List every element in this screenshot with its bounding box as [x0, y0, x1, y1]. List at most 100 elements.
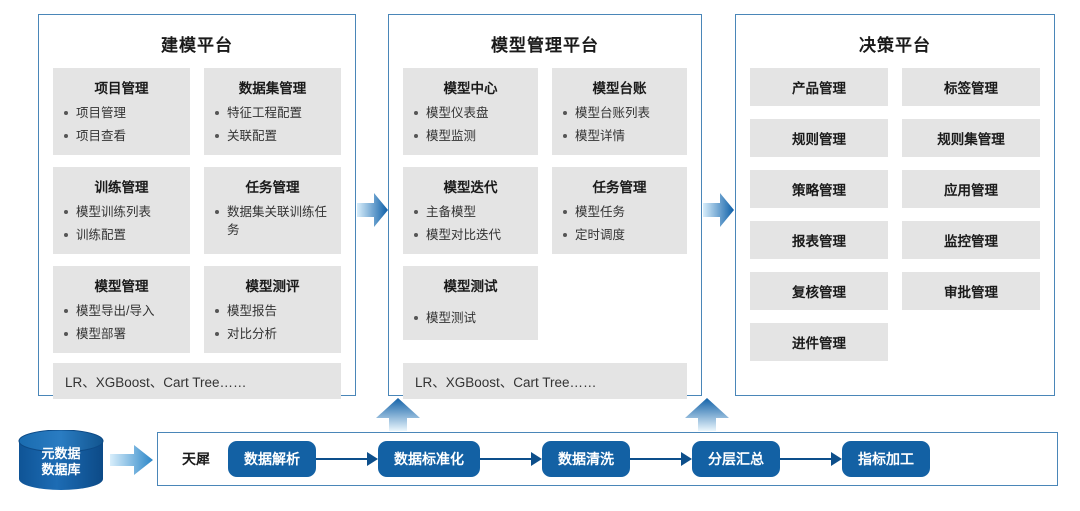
panel-title: 建模平台 [161, 36, 233, 55]
pipeline-stage-data-standardization[interactable]: 数据标准化 [378, 441, 480, 477]
card-title: 复核管理 [792, 285, 846, 300]
arrow-modeling-to-model-management [357, 193, 388, 227]
card-monitor-management[interactable]: 监控管理 [902, 221, 1040, 259]
pipeline-connector-arrow [630, 452, 692, 466]
card-title: 模型测试 [443, 279, 498, 294]
pipeline-stage-metric-processing[interactable]: 指标加工 [842, 441, 930, 477]
card-training-management[interactable]: 训练管理 模型训练列表 训练配置 [53, 167, 190, 254]
list-item[interactable]: 定时调度 [560, 226, 679, 244]
list-item[interactable]: 模型任务 [560, 203, 679, 221]
pipeline-stage-layered-aggregation[interactable]: 分层汇总 [692, 441, 780, 477]
card-title: 任务管理 [592, 180, 647, 195]
arrow-head-icon [831, 452, 842, 466]
card-item-list: 数据集关联训练任务 [212, 203, 333, 239]
panel-model-management-platform: 模型管理平台 模型中心 模型仪表盘 模型监测 模型台账 模型台账列表 模型详情 … [388, 14, 702, 399]
card-item-list: 模型训练列表 训练配置 [61, 203, 182, 244]
panel-modeling-platform: 建模平台 项目管理 项目管理 项目查看 数据集管理 特征工程配置 关联配置 训练… [38, 14, 356, 399]
card-dataset-management[interactable]: 数据集管理 特征工程配置 关联配置 [204, 68, 341, 155]
connector-line [480, 458, 531, 460]
card-model-ledger[interactable]: 模型台账 模型台账列表 模型详情 [552, 68, 687, 155]
card-report-management[interactable]: 报表管理 [750, 221, 888, 259]
list-item[interactable]: 模型导出/导入 [61, 302, 182, 320]
card-title: 策略管理 [792, 183, 846, 198]
list-item[interactable]: 特征工程配置 [212, 104, 333, 122]
list-item[interactable]: 训练配置 [61, 226, 182, 244]
card-tag-management[interactable]: 标签管理 [902, 68, 1040, 106]
list-item[interactable]: 模型测试 [411, 309, 530, 327]
card-title: 报表管理 [792, 234, 846, 249]
pipeline-name: 天犀 [182, 451, 210, 467]
arrow-database-to-pipeline [110, 445, 153, 475]
list-item[interactable]: 关联配置 [212, 127, 333, 145]
list-item[interactable]: 模型仪表盘 [411, 104, 530, 122]
card-approval-management[interactable]: 审批管理 [902, 272, 1040, 310]
card-strategy-management[interactable]: 策略管理 [750, 170, 888, 208]
connector-line [780, 458, 831, 460]
card-item-list: 模型报告 对比分析 [212, 302, 333, 343]
card-title: 训练管理 [94, 180, 149, 195]
card-title: 模型管理 [94, 279, 149, 294]
card-item-list: 模型测试 [411, 309, 530, 327]
data-pipeline-bar: 天犀 数据解析 数据标准化 数据清洗 分层汇总 指标加工 [157, 432, 1058, 486]
list-item[interactable]: 对比分析 [212, 325, 333, 343]
pipeline-stage-data-parsing[interactable]: 数据解析 [228, 441, 316, 477]
card-title: 模型测评 [245, 279, 300, 294]
list-item[interactable]: 模型监测 [411, 127, 530, 145]
card-model-iteration[interactable]: 模型迭代 主备模型 模型对比迭代 [403, 167, 538, 254]
card-project-management[interactable]: 项目管理 项目管理 项目查看 [53, 68, 190, 155]
pipeline-stage-data-cleaning[interactable]: 数据清洗 [542, 441, 630, 477]
card-model-test[interactable]: 模型测试 模型测试 [403, 266, 538, 340]
list-item[interactable]: 模型训练列表 [61, 203, 182, 221]
card-title: 项目管理 [94, 81, 149, 96]
list-item[interactable]: 模型报告 [212, 302, 333, 320]
card-title: 标签管理 [944, 81, 998, 96]
card-grid: 模型中心 模型仪表盘 模型监测 模型台账 模型台账列表 模型详情 模型迭代 主备… [389, 68, 701, 340]
arrow-pipeline-to-modeling [376, 398, 420, 431]
card-model-management[interactable]: 模型管理 模型导出/导入 模型部署 [53, 266, 190, 353]
list-item[interactable]: 模型详情 [560, 127, 679, 145]
metadata-database-cylinder: 元数据 数据库 [18, 429, 104, 490]
card-application-management[interactable]: 应用管理 [902, 170, 1040, 208]
pipeline-stages: 数据解析 数据标准化 数据清洗 分层汇总 指标加工 [228, 441, 1057, 477]
algorithm-bar: LR、XGBoost、Cart Tree…… [403, 363, 687, 399]
panel-decision-platform: 决策平台 产品管理 标签管理 规则管理 规则集管理 策略管理 应用管理 报表管理 [735, 14, 1055, 396]
card-item-list: 项目管理 项目查看 [61, 104, 182, 145]
card-title: 监控管理 [944, 234, 998, 249]
card-title: 任务管理 [245, 180, 300, 195]
list-item[interactable]: 模型部署 [61, 325, 182, 343]
card-title: 规则集管理 [937, 132, 1005, 147]
card-rule-management[interactable]: 规则管理 [750, 119, 888, 157]
card-title: 进件管理 [792, 336, 846, 351]
pipeline-connector-arrow [316, 452, 378, 466]
list-item[interactable]: 项目查看 [61, 127, 182, 145]
card-ruleset-management[interactable]: 规则集管理 [902, 119, 1040, 157]
card-title: 模型迭代 [443, 180, 498, 195]
card-title: 产品管理 [792, 81, 846, 96]
arrow-pipeline-to-model-management [685, 398, 729, 431]
list-item[interactable]: 数据集关联训练任务 [212, 203, 333, 239]
card-task-management[interactable]: 任务管理 模型任务 定时调度 [552, 167, 687, 254]
card-product-management[interactable]: 产品管理 [750, 68, 888, 106]
card-task-management[interactable]: 任务管理 数据集关联训练任务 [204, 167, 341, 254]
panel-title: 决策平台 [859, 36, 931, 55]
list-item[interactable]: 项目管理 [61, 104, 182, 122]
card-grid: 项目管理 项目管理 项目查看 数据集管理 特征工程配置 关联配置 训练管理 模型… [39, 68, 355, 353]
card-title: 模型台账 [592, 81, 647, 96]
card-item-list: 主备模型 模型对比迭代 [411, 203, 530, 244]
card-review-management[interactable]: 复核管理 [750, 272, 888, 310]
pipeline-connector-arrow [480, 452, 542, 466]
list-item[interactable]: 主备模型 [411, 203, 530, 221]
algorithm-bar: LR、XGBoost、Cart Tree…… [53, 363, 341, 399]
arrow-model-management-to-decision [703, 193, 734, 227]
card-model-evaluation[interactable]: 模型测评 模型报告 对比分析 [204, 266, 341, 353]
card-item-list: 模型台账列表 模型详情 [560, 104, 679, 145]
card-title: 模型中心 [443, 81, 498, 96]
pipeline-connector-arrow [780, 452, 842, 466]
list-item[interactable]: 模型台账列表 [560, 104, 679, 122]
panel-title: 模型管理平台 [491, 36, 599, 55]
list-item[interactable]: 模型对比迭代 [411, 226, 530, 244]
card-intake-management[interactable]: 进件管理 [750, 323, 888, 361]
card-item-list: 模型仪表盘 模型监测 [411, 104, 530, 145]
card-model-center[interactable]: 模型中心 模型仪表盘 模型监测 [403, 68, 538, 155]
card-title: 应用管理 [944, 183, 998, 198]
